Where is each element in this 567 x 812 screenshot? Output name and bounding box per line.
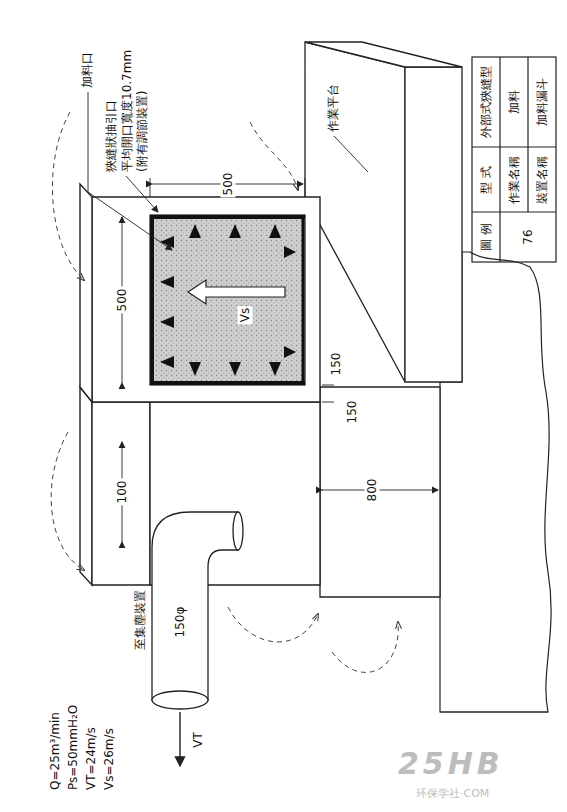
dimension: 100 — [115, 479, 130, 506]
dimension: 500 — [221, 171, 236, 198]
slot-arrows-part — [229, 224, 241, 238]
slot-arrows-part — [189, 362, 201, 376]
table-cell: 加料 — [507, 90, 522, 114]
leader-lines-part — [126, 176, 158, 212]
slot-arrows-part — [229, 362, 241, 376]
slot-arrows-part — [284, 346, 296, 358]
parameter-note: Ps=50mmH₂O — [66, 705, 81, 790]
flow-arrow — [179, 712, 180, 766]
exhaust-duct-part — [152, 691, 208, 709]
hood-body-part — [92, 197, 320, 402]
title-table — [472, 57, 556, 262]
dimension: 150 — [329, 351, 344, 378]
table-cell: 裝置名稱 — [535, 156, 550, 204]
dimension: 500 — [115, 287, 130, 314]
title-table-part — [472, 146, 556, 147]
table-cell: 外部式狹縫型 — [479, 66, 494, 138]
slot-face-part — [150, 215, 154, 385]
dimension: 150φ — [173, 605, 188, 640]
title-table-part — [472, 57, 556, 262]
slot-face — [150, 215, 305, 385]
dimension-lines-part — [322, 490, 438, 491]
exhaust-duct-part — [233, 512, 243, 550]
vs-arrow — [188, 280, 285, 304]
part-label: 作業平台 — [326, 84, 341, 132]
slot-arrows-part — [189, 224, 201, 238]
hood-pedestal-part — [320, 387, 440, 597]
hood-pedestal — [320, 387, 440, 597]
table-cell: 型 式 — [479, 166, 494, 194]
velocity-label: VT — [191, 732, 206, 748]
slot-arrows-part — [160, 276, 174, 288]
dimension-lines-part — [305, 178, 306, 197]
dimension-lines-part — [322, 385, 334, 386]
airflow-dashes-part — [52, 112, 84, 280]
part-label: 加料口 — [80, 52, 95, 88]
table-cell: 圖 例 — [479, 223, 494, 251]
dimension: 800 — [365, 477, 380, 504]
airflow-dashes-part — [332, 622, 398, 672]
dimension-lines-part — [150, 178, 151, 197]
table-cell: 加料漏斗 — [535, 78, 550, 126]
destination-note: 至集塵裝置 — [133, 590, 148, 650]
slot-arrows-part — [160, 316, 174, 328]
slot-arrows-part — [269, 224, 281, 238]
ground-floor-part — [440, 711, 548, 712]
airflow-dashes-part — [250, 122, 298, 190]
hood-body-part — [92, 402, 150, 585]
slot-arrows — [160, 224, 296, 376]
leader-lines-part — [334, 136, 368, 172]
exhaust-duct-part — [152, 512, 238, 700]
slot-face-part — [150, 215, 305, 385]
table-cell: 76 — [521, 229, 536, 244]
velocity-label: Vs — [238, 306, 253, 324]
vs-arrow-part — [188, 280, 285, 304]
airflow-dashes-part — [228, 607, 318, 642]
hood-body-part — [80, 184, 92, 402]
slot-face-part — [150, 381, 305, 385]
dimension-lines — [122, 178, 438, 542]
slot-face-part — [302, 215, 305, 385]
airflow-dashes-part — [51, 432, 84, 570]
title-table-part — [499, 57, 500, 262]
work-platform-part — [405, 67, 462, 382]
parameter-note: Vs=26m/s — [102, 728, 117, 790]
slot-arrows-part — [160, 356, 174, 368]
parameter-note: VT=24m/s — [84, 727, 99, 790]
work-platform — [305, 42, 462, 382]
title-table-part — [472, 211, 556, 212]
airflow-dashes — [51, 112, 398, 672]
slot-face-part — [150, 215, 305, 219]
dimension: 150 — [345, 399, 360, 426]
hood-body-part — [80, 387, 92, 585]
dimension-lines-part — [322, 402, 334, 403]
part-label: 狹縫狀抽引口 平均開口寬度10.7mm (附有調節裝置) — [104, 50, 151, 172]
work-platform-part — [305, 42, 462, 67]
slot-arrows-part — [269, 362, 281, 376]
table-cell: 作業名稱 — [507, 156, 522, 204]
title-table-part — [527, 57, 528, 212]
flow-arrow-part — [179, 712, 180, 766]
watermark: 25HB — [398, 746, 504, 781]
slot-arrows-part — [284, 246, 296, 258]
parameter-note: Q=25m³/min — [48, 712, 63, 790]
watermark: 环保学社·COM — [416, 786, 489, 801]
